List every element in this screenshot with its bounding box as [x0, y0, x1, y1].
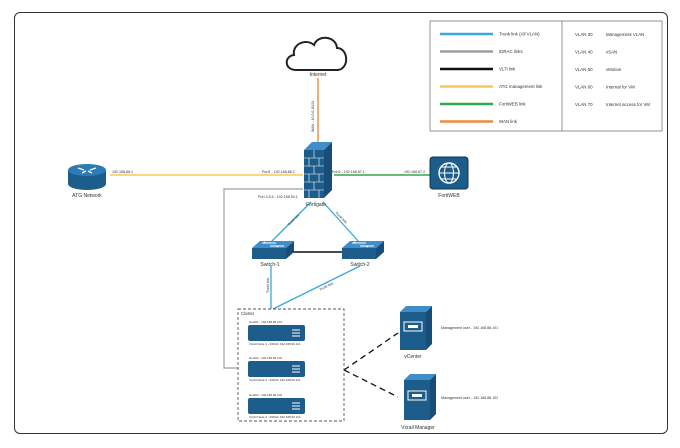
- server-2-idrac-label: Vxrail Node 2 - IDRAC 192.168.90.112: [249, 378, 301, 382]
- switch2-label: Switch-2: [350, 262, 369, 268]
- legend-vlan-id: VLAN 30: [575, 32, 593, 37]
- vxrail-manager-label: Vxrail Manager: [401, 425, 435, 431]
- switch1-label: Switch-1: [260, 262, 279, 268]
- legend-link-label: WAN link: [499, 119, 518, 124]
- switch-icon: [252, 241, 294, 259]
- vcenter-label: vCenter: [404, 354, 422, 360]
- legend-vlan-id: VLAN 70: [575, 102, 593, 107]
- legend-vlan-id: VLAN 60: [575, 85, 593, 90]
- legend-vlan-name: Internal for VM: [606, 85, 635, 90]
- fortigate-label: Fortigate: [306, 202, 326, 208]
- legend-link-label: Trunk link (All VLAN): [499, 32, 540, 37]
- legend-link-label: FortiWEB link: [499, 102, 526, 107]
- vxrail-manager-link: [343, 369, 399, 398]
- legend-vlan-name: Internet access for VM: [606, 102, 650, 107]
- vcenter-mgmt-label: Management user - 192.168.88.101: [441, 326, 498, 330]
- server-node-3: Host03 - 192.168.90.103 Vxrail Node 3 - …: [248, 393, 305, 419]
- legend-vlan-name: Management VLAN: [606, 32, 644, 37]
- server-icon: [248, 361, 305, 377]
- tower-server-icon: [404, 374, 436, 420]
- firewall-icon: [304, 142, 332, 198]
- fortiweb-label: FortiWEB: [438, 193, 460, 199]
- fortigate-port4-label: Port 4,5,6 - 192.168.90.1: [258, 195, 298, 199]
- diagram-frame: [14, 12, 668, 434]
- cloud-icon: [285, 36, 348, 71]
- trunk-label-sw2-cluster: Trunk link: [319, 281, 334, 292]
- server-node-1: Host01 - 192.168.90.101 Vxrail Node 1 - …: [248, 320, 305, 346]
- trunk-link-fg-sw2: [322, 201, 361, 244]
- server-3-idrac-label: Vxrail Node 3 - IDRAC 192.168.90.113: [249, 415, 301, 419]
- switch-icon: [342, 241, 384, 259]
- globe-icon: [429, 156, 469, 190]
- legend-box: [429, 20, 663, 132]
- internet-label: Internet: [310, 72, 328, 78]
- trunk-label-fg-sw1: Trunk link: [287, 213, 301, 227]
- server-3-host-label: Host03 - 192.168.90.103: [249, 393, 282, 397]
- legend-vlan-name: vSAN: [606, 50, 617, 55]
- legend-vlan-id: VLAN 50: [575, 67, 593, 72]
- trunk-label-sw1-cluster: Trunk link: [266, 278, 270, 293]
- server-1-idrac-label: Vxrail Node 1 - IDRAC 192.168.90.111: [249, 342, 301, 346]
- fortigate-port1-label: Port1 - 192.168.88.2: [262, 170, 295, 174]
- server-icon: [248, 325, 305, 341]
- router-icon: [68, 164, 106, 190]
- vcenter-link: [343, 332, 399, 371]
- fortiweb-ip-label: 192.168.87.2: [404, 170, 425, 174]
- legend-link-label: IDRAC links: [499, 49, 523, 54]
- trunk-link-fg-sw1: [269, 201, 312, 244]
- cluster-box: [237, 308, 345, 422]
- legend-link-label: VLTi link: [499, 67, 516, 72]
- server-2-host-label: Host02 - 192.168.90.102: [249, 356, 282, 360]
- trunk-link-sw2-cluster: [272, 265, 361, 310]
- wan-ip-label: WAN - 10.0.0.10/24: [311, 101, 315, 132]
- server-icon: [248, 398, 305, 414]
- idrac-link: [223, 188, 303, 369]
- legend-link-label: ATG management link: [499, 84, 543, 89]
- server-1-host-label: Host01 - 192.168.90.101: [249, 320, 282, 324]
- atg-network-label: ATG Network: [72, 193, 102, 199]
- cluster-label: Cluster: [241, 311, 255, 316]
- tower-server-icon: [400, 306, 432, 350]
- server-node-2: Host02 - 192.168.90.102 Vxrail Node 2 - …: [248, 356, 305, 382]
- atg-ip-label: 192.168.88.1: [112, 170, 133, 174]
- vxrail-manager-mgmt-label: Management user - 192.168.88.102: [441, 396, 498, 400]
- legend-vlan-id: VLAN 40: [575, 50, 593, 55]
- legend-vlan-name: vMotion: [606, 67, 622, 72]
- fortigate-port2-label: Port2 - 192.168.87.1: [332, 170, 365, 174]
